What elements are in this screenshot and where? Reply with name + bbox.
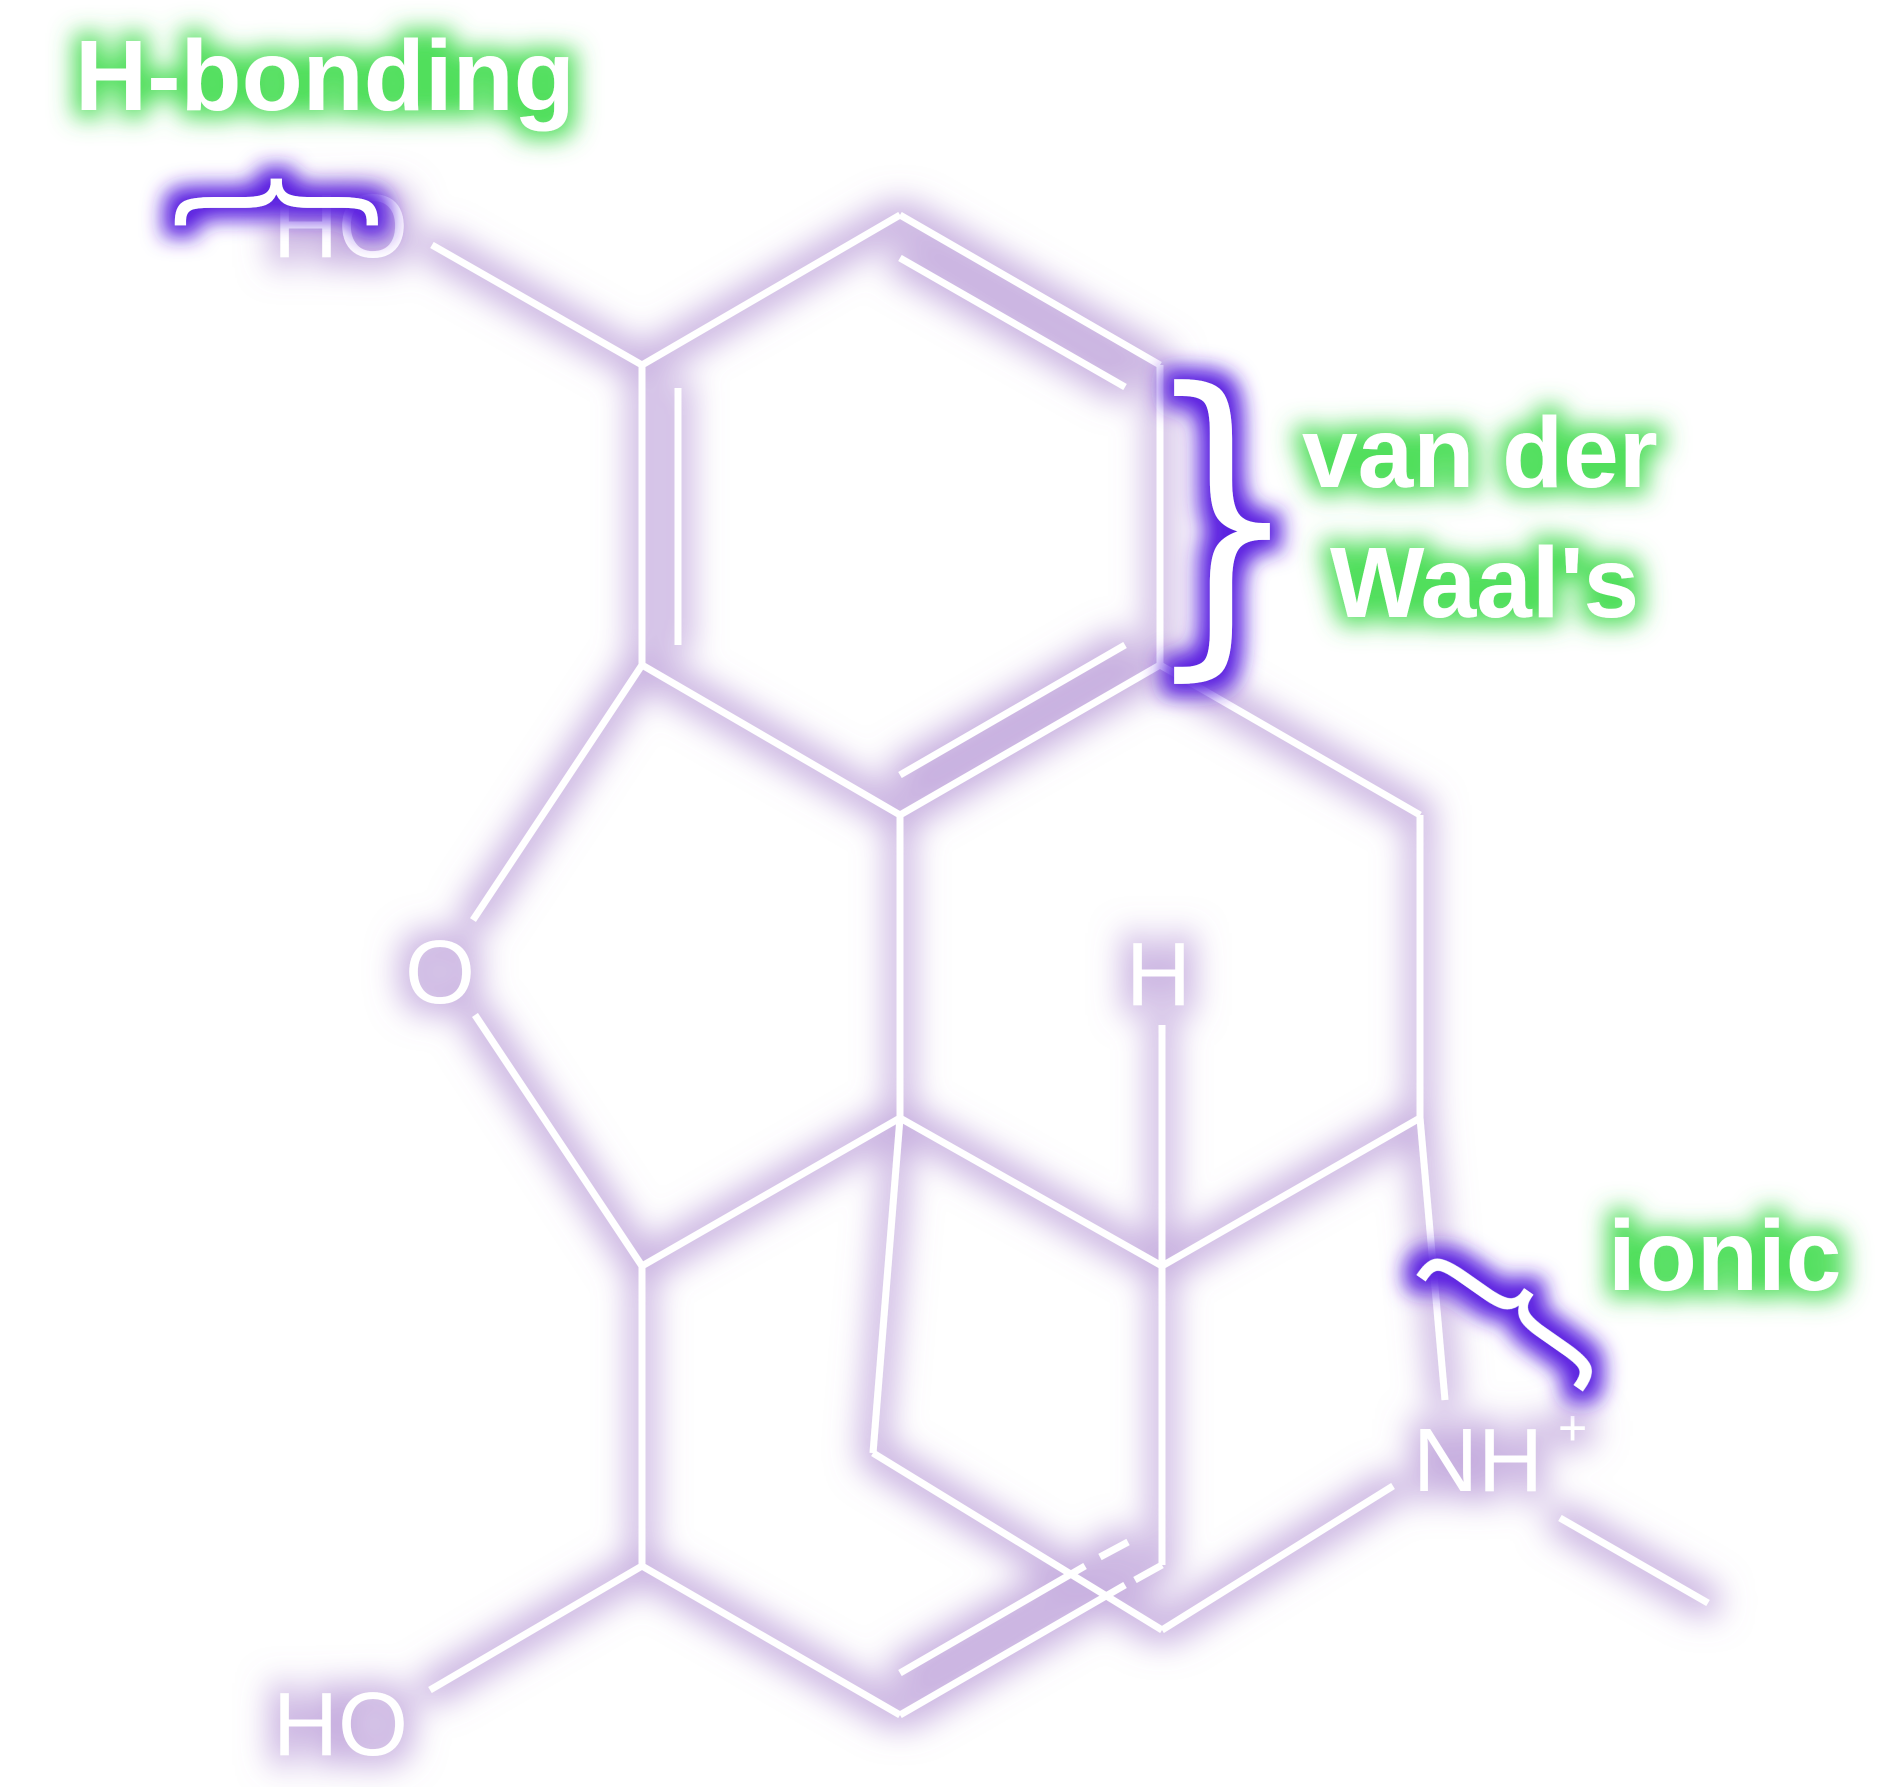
atom-labels: HO O H NH + HO [273,177,1587,1775]
bond [640,661,902,819]
interaction-braces: } } } [138,164,1635,1415]
bond [871,1450,1164,1633]
bond [898,1581,1127,1719]
label-h-bonding: H-bonding [75,20,575,132]
label-vdw-line2: Waal's [1330,527,1639,639]
atom-ring-oxygen: O [405,923,475,1023]
molecule-skeleton: HO O H NH + HO [273,177,1710,1775]
bonds [428,211,1710,1719]
bond [1160,1114,1422,1270]
bond [640,1562,902,1719]
atom-ho-bottom: HO [273,1675,408,1775]
bond-double-inner [898,1562,1087,1677]
bond [1098,1538,1130,1561]
label-vdw-line1: van der [1302,397,1658,509]
label-ionic: ionic [1608,1200,1841,1312]
bond [898,661,1162,819]
brace-ionic-icon: } [1377,1199,1635,1415]
bond-double-inner [898,641,1127,779]
interaction-labels: H-bonding van der Waal's ionic [75,20,1841,1312]
bond [1133,1561,1164,1584]
bond [898,1114,1164,1270]
bond-n-methyl [1558,1514,1710,1607]
atom-amine-charge: + [1558,1400,1587,1456]
brace-h-bonding-icon: } [138,164,395,241]
bond [640,211,902,369]
bond-ho-top [430,241,644,369]
bond [1160,1483,1395,1633]
bond-ho-bottom [428,1562,644,1694]
bond-o-lower [472,1013,645,1268]
bond [640,1114,902,1270]
atom-amine: NH [1413,1411,1543,1511]
bond [869,1117,904,1454]
bond-double-inner [898,254,1127,391]
atom-ho-top: HO [273,177,408,277]
bond-o-upper [470,663,645,922]
bond [898,211,1162,369]
brace-vdw-icon: } [1143,323,1300,708]
bond [1158,661,1422,819]
atom-hydrogen: H [1126,925,1191,1025]
bond [1416,1117,1449,1401]
